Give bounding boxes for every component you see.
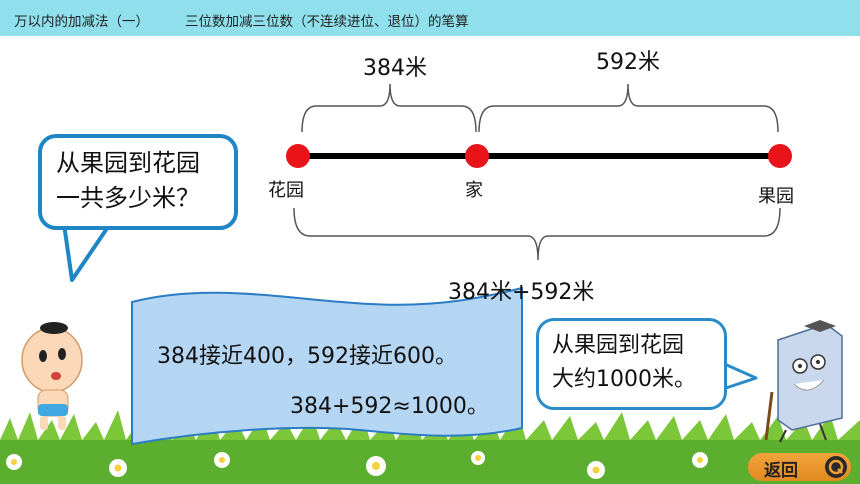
question-bubble: 从果园到花园 一共多少米？ bbox=[38, 134, 238, 230]
question-line-1: 从果园到花园 bbox=[56, 149, 200, 177]
answer-line-2: 大约1000米。 bbox=[552, 367, 696, 392]
brace-total bbox=[293, 207, 781, 261]
segment-a-label: 384米 bbox=[363, 56, 427, 81]
point-home bbox=[465, 144, 489, 168]
header-bar: 万以内的加减法（一） 三位数加减三位数（不连续进位、退位）的笔算 bbox=[0, 0, 860, 36]
question-text: 从果园到花园 一共多少米？ bbox=[56, 146, 200, 216]
back-button[interactable]: 返回 bbox=[748, 453, 851, 481]
answer-line-1: 从果园到花园 bbox=[552, 333, 685, 358]
book-character bbox=[764, 320, 843, 443]
answer-text: 从果园到花园 大约1000米。 bbox=[552, 329, 696, 397]
brace-segment-b bbox=[478, 83, 779, 133]
topic-title: 三位数加减三位数（不连续进位、退位）的笔算 bbox=[185, 14, 469, 30]
return-icon bbox=[825, 456, 847, 478]
estimate-line-1: 384接近400，592接近600。 bbox=[157, 344, 457, 369]
lesson-title: 万以内的加减法（一） bbox=[14, 14, 149, 30]
point-garden bbox=[286, 144, 310, 168]
place-orchard: 果园 bbox=[758, 186, 794, 207]
brace-segment-a bbox=[301, 83, 477, 133]
back-button-label: 返回 bbox=[764, 461, 798, 481]
estimate-line-2: 384+592≈1000。 bbox=[290, 394, 489, 419]
point-orchard bbox=[768, 144, 792, 168]
boy-character bbox=[21, 322, 83, 430]
place-home: 家 bbox=[465, 180, 483, 201]
total-label: 384米+592米 bbox=[448, 280, 595, 305]
header-title: 万以内的加减法（一） 三位数加减三位数（不连续进位、退位）的笔算 bbox=[14, 10, 469, 30]
question-line-2: 一共多少米？ bbox=[56, 184, 200, 212]
place-garden: 花园 bbox=[268, 180, 304, 201]
bubble-right-tail bbox=[719, 360, 758, 392]
bubble-left-tail bbox=[62, 222, 112, 282]
answer-bubble: 从果园到花园 大约1000米。 bbox=[536, 318, 727, 410]
banner-shape bbox=[131, 286, 523, 446]
segment-b-label: 592米 bbox=[596, 50, 660, 75]
